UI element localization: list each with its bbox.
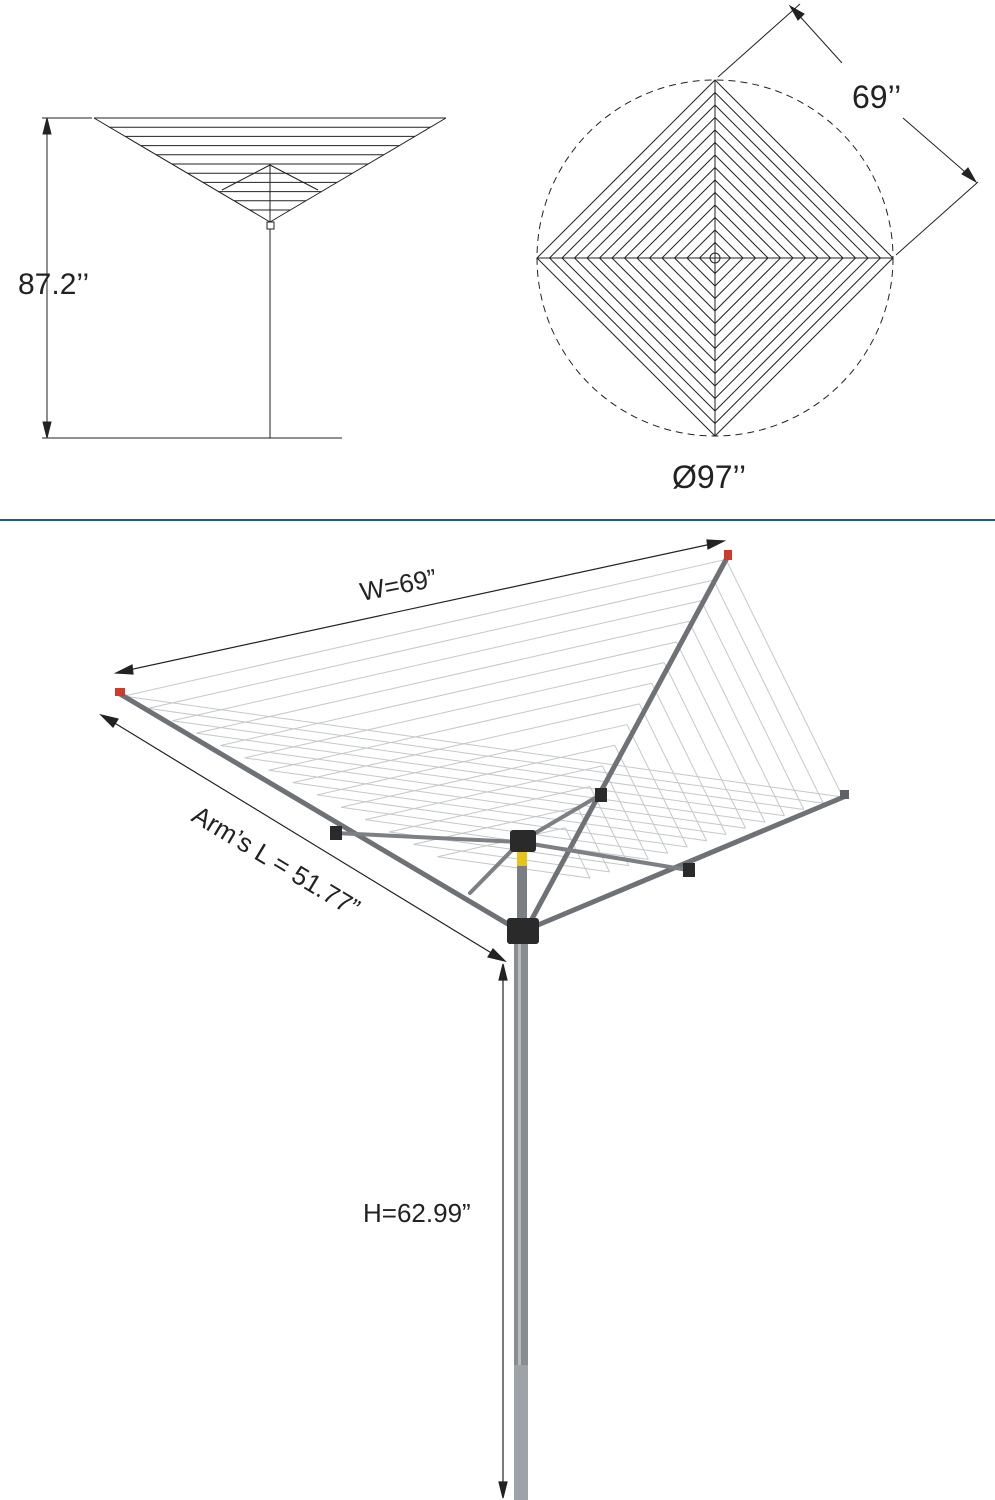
top-view-side-label: 69’’ (852, 79, 901, 115)
upper-hub (510, 830, 536, 852)
side-view-edge-left (93, 117, 271, 223)
arm-left (117, 691, 521, 933)
arm-length-label: Arm’s L = 51.77” (187, 799, 365, 923)
string-top-right (651, 683, 727, 835)
arm-clip-left (330, 826, 342, 840)
width-arrow-left (113, 664, 134, 675)
string-top-right (676, 641, 766, 823)
string-right-left (148, 707, 824, 804)
clothesline-strings (123, 558, 844, 879)
string-right-left (437, 856, 591, 879)
string-right-left (196, 732, 785, 817)
string-left-top (268, 682, 652, 771)
top-view-hub (709, 252, 721, 264)
string-right-left (172, 720, 804, 811)
arm-clip-top (595, 788, 607, 802)
arm-dimension-line (107, 718, 499, 958)
side-view-height-label: 87.2’’ (18, 268, 89, 301)
string-top-right (614, 744, 669, 854)
string-top-right (577, 806, 610, 873)
side-view-arrow-bottom (42, 421, 52, 439)
top-view-arrow-2 (961, 167, 978, 184)
width-label: W=69” (357, 563, 439, 607)
strut-right (518, 840, 690, 872)
pole-highlight (518, 930, 521, 1500)
product-illustration (115, 550, 849, 1500)
height-arrow-bottom (498, 1481, 508, 1499)
arm-arrow-top (99, 713, 119, 728)
string-top-right (713, 579, 824, 804)
end-cap-right (840, 790, 849, 799)
string-top-right (688, 621, 785, 816)
string-top-right (601, 765, 649, 860)
side-view-edge-right (269, 117, 447, 223)
arm-arrow-bottom (487, 948, 507, 963)
string-right-left (244, 757, 746, 829)
string-right-left (341, 806, 668, 854)
end-cap-top (724, 550, 732, 560)
string-left-top (389, 785, 591, 833)
end-cap-left (115, 688, 125, 696)
string-right-left (413, 843, 610, 873)
height-arrow-top (498, 963, 508, 981)
string-right-left (316, 794, 688, 848)
string-left-top (172, 600, 702, 722)
width-dimension-line (123, 542, 717, 672)
string-left-top (196, 620, 689, 734)
string-right-left (292, 782, 707, 842)
string-right-left (123, 695, 843, 798)
string-top-right (663, 662, 747, 829)
string-top-right (626, 724, 688, 848)
side-view-drawing (42, 117, 447, 439)
string-left-top (220, 641, 677, 746)
string-top-right (638, 703, 708, 841)
string-right-left (268, 769, 727, 835)
arm-top-right (523, 553, 731, 933)
string-left-top (292, 703, 640, 784)
string-left-top (340, 744, 615, 808)
top-view-extension-1 (717, 3, 801, 78)
top-view-dimension-line-a (795, 11, 843, 64)
string-left-top (365, 765, 603, 821)
string-top-right (700, 600, 805, 810)
yellow-lock (517, 852, 527, 866)
top-view-extension-2 (895, 181, 979, 256)
side-view-hub (266, 221, 275, 230)
side-view-arrow-top (42, 117, 52, 135)
string-right-left (220, 745, 766, 823)
width-arrow-right (706, 539, 727, 550)
top-view-drawing (536, 3, 979, 437)
height-label: H=62.99” (363, 1198, 471, 1228)
string-left-top (148, 579, 714, 709)
top-view-dimension-line-b (902, 117, 973, 179)
top-view-arrow-1 (788, 4, 805, 21)
string-left-top (316, 724, 628, 796)
top-view-diameter-label: Ø97’’ (672, 459, 746, 495)
ground-spike-section (514, 1365, 528, 1500)
arm-clip-right (683, 863, 695, 877)
strut-left (333, 831, 522, 844)
upper-pole (517, 840, 527, 932)
string-left-top (244, 662, 665, 759)
string-top-right (725, 559, 844, 798)
lower-hub (507, 918, 539, 944)
string-left-top (123, 558, 727, 697)
